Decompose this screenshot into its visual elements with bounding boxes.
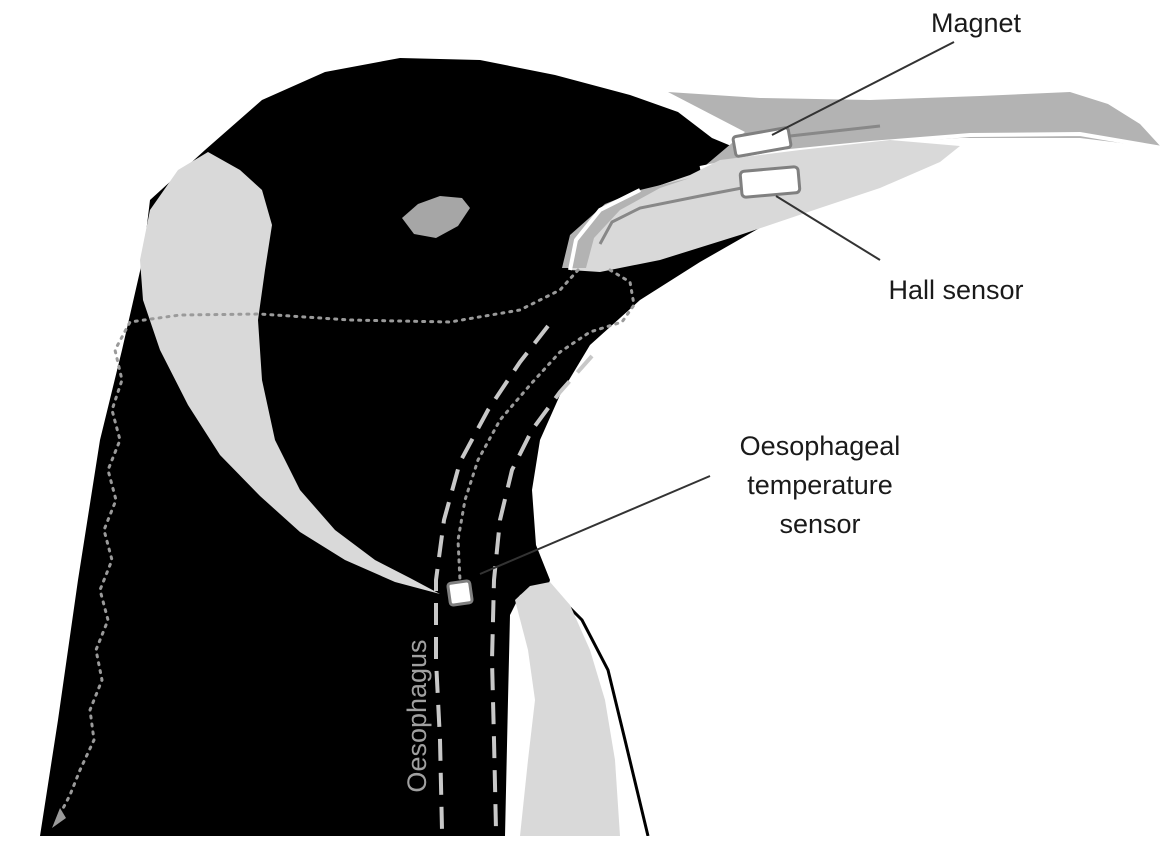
hall-sensor (740, 167, 800, 198)
oesophageal-temperature-sensor (448, 581, 473, 606)
oesophageal-label-line3: sensor (779, 509, 860, 539)
oesophagus-label: Oesophagus (402, 639, 432, 792)
hall-sensor-leader-line (776, 196, 880, 260)
chest-light-patch (515, 582, 620, 836)
oesophageal-label-line2: temperature (747, 470, 893, 500)
magnet-label: Magnet (931, 8, 1022, 38)
hall-sensor-label: Hall sensor (888, 275, 1023, 305)
oesophageal-label-line1: Oesophageal (740, 431, 901, 461)
